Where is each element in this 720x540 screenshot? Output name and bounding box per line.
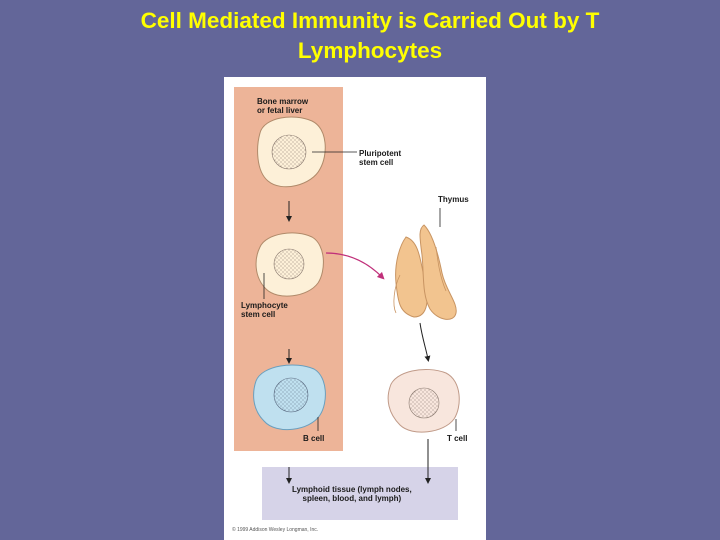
lymphocyte-stem-cell-label: Lymphocyte stem cell bbox=[241, 301, 288, 319]
thymus-organ bbox=[393, 224, 457, 320]
bone-marrow-label-line1: Bone marrow bbox=[257, 97, 309, 106]
down-arrow-icon bbox=[419, 322, 431, 362]
curved-arrow-icon bbox=[325, 252, 385, 280]
lymphocyte-stem-cell bbox=[255, 232, 324, 297]
lymphocyte-label-line2: stem cell bbox=[241, 310, 276, 319]
copyright-notice: © 1999 Addison Wesley Longman, Inc. bbox=[232, 527, 319, 533]
b-cell-label: B cell bbox=[303, 434, 325, 443]
bone-marrow-label: Bone marrow or fetal liver bbox=[257, 97, 308, 115]
thymus-label: Thymus bbox=[438, 195, 469, 204]
bone-marrow-label-line2: or fetal liver bbox=[257, 106, 303, 115]
pluripotent-label-line2: stem cell bbox=[359, 158, 394, 167]
pluripotent-stem-cell bbox=[257, 116, 326, 188]
b-cell bbox=[253, 364, 326, 431]
pluripotent-label-line1: Pluripotent bbox=[359, 149, 402, 158]
slide-title-line1: Cell Mediated Immunity is Carried Out by… bbox=[140, 8, 600, 33]
lymphocyte-development-figure: Bone marrow or fetal liver Pluripotent s… bbox=[224, 77, 486, 540]
figure-graphics bbox=[234, 87, 460, 520]
slide-title-line2: Lymphocytes bbox=[297, 38, 443, 63]
lymphoid-tissue-region bbox=[262, 467, 458, 520]
t-cell-label: T cell bbox=[447, 434, 468, 443]
pluripotent-stem-cell-label: Pluripotent stem cell bbox=[359, 149, 401, 167]
lymphoid-label-line2: spleen, blood, and lymph) bbox=[302, 494, 402, 503]
lymphoid-tissue-label: Lymphoid tissue (lymph nodes, spleen, bl… bbox=[292, 485, 412, 503]
lymphoid-label-line1: Lymphoid tissue (lymph nodes, bbox=[292, 485, 412, 494]
t-cell bbox=[387, 369, 460, 433]
slide-title: Cell Mediated Immunity is Carried Out by… bbox=[40, 6, 700, 66]
lymphocyte-label-line1: Lymphocyte bbox=[241, 301, 288, 310]
